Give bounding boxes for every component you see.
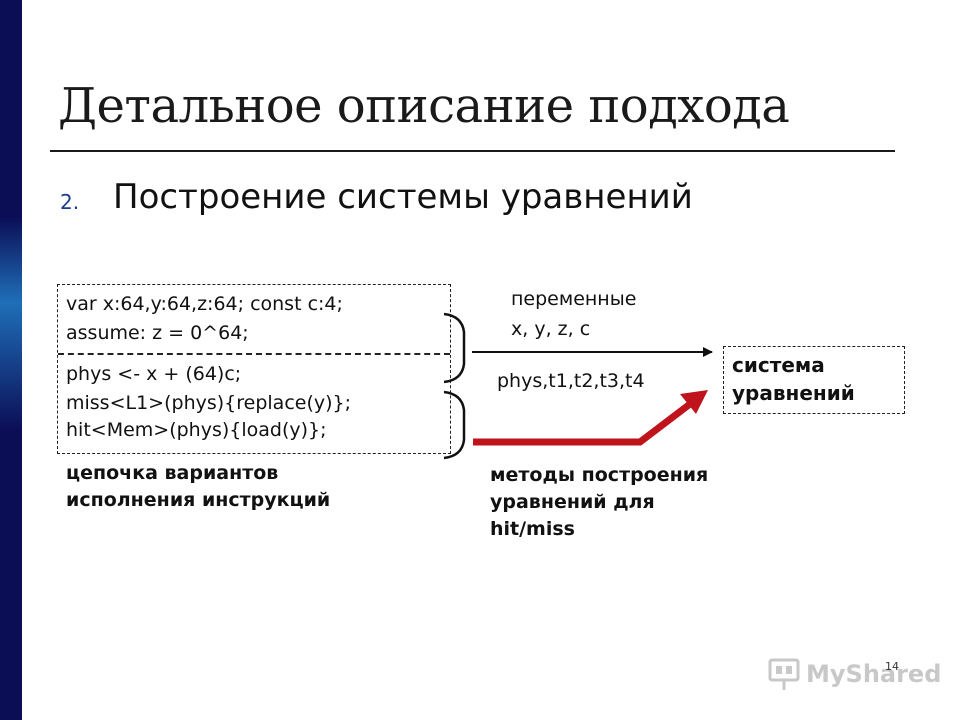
equation-system-label: система уравнений (732, 351, 855, 407)
vars-label-line2: x, y, z, c (511, 318, 591, 340)
equation-system-box: система уравнений (723, 346, 905, 414)
code-line-declaration: var x:64,y:64,z:64; const c:4; (66, 293, 343, 315)
red-arrow (473, 401, 693, 446)
vars-label-line1: переменные (511, 288, 637, 310)
title-underline (50, 150, 895, 152)
phys-vars-label: phys,t1,t2,t3,t4 (497, 370, 645, 392)
chain-caption: цепочка вариантов исполнения инструкций (66, 460, 330, 514)
equation-system-line2: уравнений (732, 381, 855, 405)
presentation-board-icon (768, 658, 800, 690)
methods-caption-line2: уравнений для (490, 491, 655, 513)
lower-bracket (443, 390, 466, 460)
slide-title: Детальное описание подхода (58, 78, 790, 134)
upper-bracket (443, 312, 466, 384)
chain-caption-line2: исполнения инструкций (66, 489, 331, 511)
code-line-hit: hit<Mem>(phys){load(y)}; (66, 419, 327, 441)
equation-system-line1: система (732, 353, 825, 377)
slide-subtitle: Построение системы уравнений (113, 177, 693, 217)
code-block: var x:64,y:64,z:64; const c:4; assume: z… (57, 284, 451, 454)
watermark-text: MyShared (806, 660, 942, 688)
page-number: 14 (885, 660, 899, 673)
watermark: MyShared (766, 656, 941, 696)
code-line-assume: assume: z = 0^64; (66, 322, 249, 344)
chain-caption-line1: цепочка вариантов (66, 462, 279, 484)
methods-caption-line3: hit/miss (490, 518, 575, 540)
methods-caption-line1: методы построения (490, 464, 709, 486)
red-arrowhead (680, 390, 708, 414)
code-line-phys: phys <- x + (64)c; (66, 363, 242, 385)
code-line-miss: miss<L1>(phys){replace(y)}; (66, 392, 352, 414)
methods-caption: методы построения уравнений для hit/miss (490, 462, 708, 543)
left-decorative-stripe (0, 0, 22, 720)
subtitle-number: 2. (60, 190, 80, 214)
code-divider (58, 353, 450, 355)
